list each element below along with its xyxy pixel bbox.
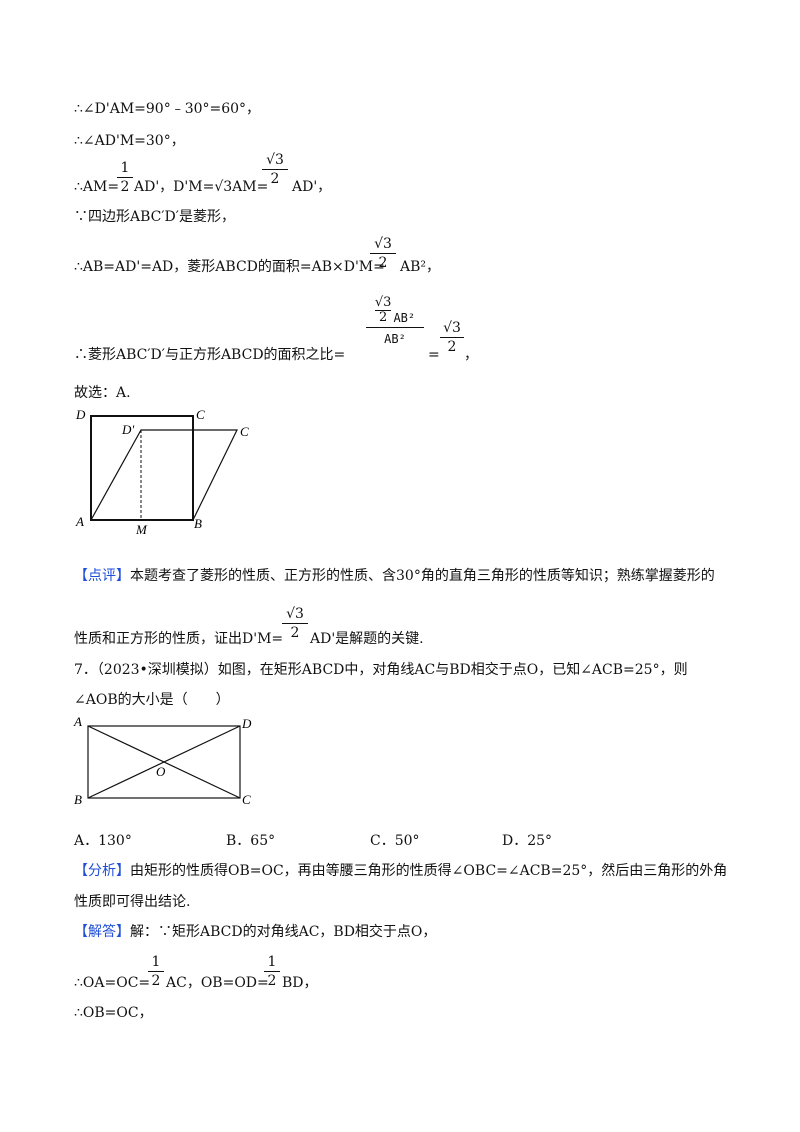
label-d: D: [241, 716, 252, 731]
comment-line-1: 【点评】本题考查了菱形的性质、正方形的性质、含30°角的直角三角形的性质等知识；…: [74, 568, 715, 584]
label-c-prime: C: [240, 424, 249, 439]
option-d: D．25°: [502, 833, 553, 849]
analysis-line-2: 性质即可得出结论.: [74, 894, 191, 910]
step-line-6a: ∴菱形ABC′D′与正方形ABCD的面积之比=: [74, 347, 346, 363]
solution-line-1: 【解答】解：∵矩形ABCD的对角线AC，BD相交于点O，: [74, 924, 437, 940]
solution-line-2c: BD，: [282, 975, 318, 991]
comment-line-2b: AD'是解题的关键.: [310, 631, 424, 647]
solution-line-3: ∴OB=OC，: [74, 1005, 153, 1021]
label-a: A: [75, 514, 84, 529]
step-line-3a: ∴AM=: [74, 179, 120, 195]
step-line-2: ∴∠AD'M=30°，: [74, 133, 185, 149]
step-line-5a: ∴AB=AD'=AD，菱形ABCD的面积=AB×D'M=: [74, 259, 385, 275]
step-line-1: ∴∠D'AM=90°﹣30°=60°，: [74, 101, 261, 117]
equals-sign: =: [428, 347, 440, 363]
label-d-prime: D': [121, 422, 134, 437]
label-b: B: [194, 516, 202, 531]
label-c: C: [196, 407, 205, 422]
question-7-line-1: 7．（2023•深圳模拟）如图，在矩形ABCD中，对角线AC与BD相交于点O，已…: [74, 662, 688, 678]
label-d: D: [75, 407, 86, 422]
solution-line-2a: ∴OA=OC=: [74, 975, 151, 991]
analysis-line-1: 【分析】由矩形的性质得OB=OC，再由等腰三角形的性质得∠OBC=∠ACB=25…: [74, 863, 728, 879]
step-line-3b: AD'，D'M=√3AM=: [134, 179, 269, 195]
option-a: A．130°: [74, 833, 132, 849]
square-rhombus-figure: D C D' C A M B: [75, 407, 249, 537]
comment-line-2a: 性质和正方形的性质，证出D'M=: [74, 631, 284, 647]
answer-line: 故选：A.: [74, 385, 131, 401]
label-b: B: [74, 792, 82, 807]
label-m: M: [135, 522, 148, 537]
rectangle-abcd: [87, 725, 241, 799]
compound-fraction: √3 2 AB² AB²: [366, 296, 424, 346]
option-c: C．50°: [370, 833, 420, 849]
step-line-3c: AD'，: [292, 179, 332, 195]
diagonal-bd: [87, 725, 241, 799]
step-line-4: ∵四边形ABC′D′是菱形，: [74, 209, 235, 225]
label-o: O: [156, 764, 166, 779]
analysis-tag: 【分析】: [74, 863, 130, 879]
step-line-5b: AB²，: [400, 259, 441, 275]
solution-line-2b: AC，OB=OD=: [166, 975, 269, 991]
rectangle-figure: A D O B C: [73, 714, 252, 807]
rhombus-abcd: [90, 429, 238, 521]
label-c: C: [242, 792, 251, 807]
question-7-line-2: ∠AOB的大小是（ ）: [74, 692, 230, 708]
label-a: A: [73, 714, 82, 729]
solution-tag: 【解答】: [74, 924, 130, 940]
step-line-6-end: ，: [464, 347, 478, 363]
comment-tag: 【点评】: [74, 568, 130, 584]
square-abcd: [90, 415, 194, 521]
option-b: B．65°: [226, 833, 276, 849]
